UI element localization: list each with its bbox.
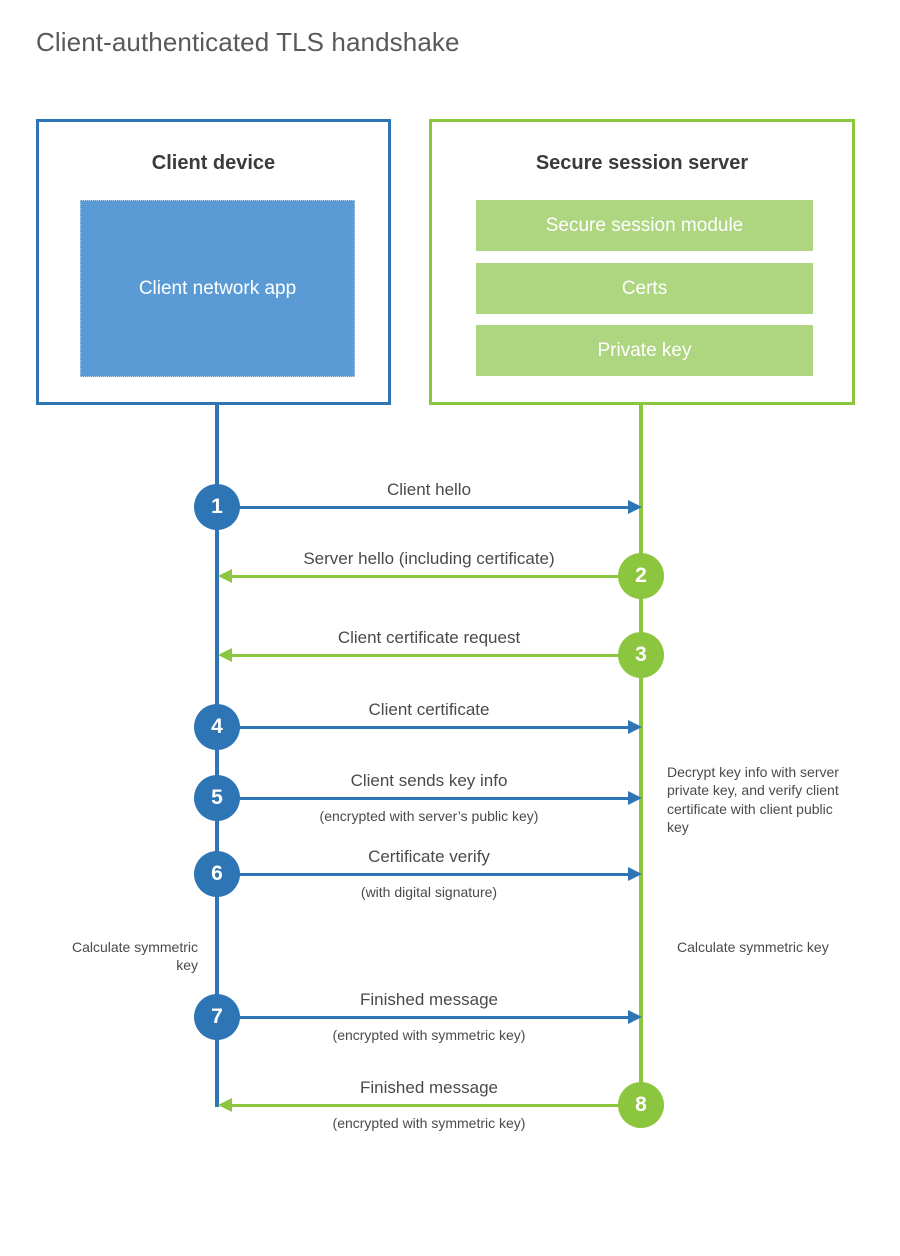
arrow-head-left-icon	[218, 1098, 232, 1112]
note-calculate-symmetric-key-client: Calculate symmetric key	[71, 939, 198, 974]
message-label-6: Certificate verify	[368, 847, 490, 866]
message-label-8: Finished message	[360, 1078, 498, 1097]
message-line-1	[228, 506, 630, 509]
arrow-head-right-icon	[628, 867, 642, 881]
message-label-7: Finished message	[360, 990, 498, 1009]
message-sublabel-7: (encrypted with symmetric key)	[332, 1027, 526, 1043]
step-circle-3[interactable]: 3	[618, 632, 664, 678]
message-label-4: Client certificate	[368, 700, 490, 719]
message-sublabel-6: (with digital signature)	[360, 884, 498, 900]
client-device-title: Client device	[151, 152, 276, 174]
secure-session-server-title: Secure session server	[535, 152, 749, 174]
arrow-head-right-icon	[628, 791, 642, 805]
server-component-private-key: Private key	[476, 325, 813, 376]
page-title: Client-authenticated TLS handshake	[36, 27, 460, 57]
message-line-6	[228, 873, 630, 876]
message-label-2: Server hello (including certificate)	[303, 549, 555, 568]
message-line-7	[228, 1016, 630, 1019]
arrow-head-right-icon	[628, 720, 642, 734]
server-component-certs: Certs	[476, 263, 813, 314]
message-label-1: Client hello	[386, 480, 472, 499]
step-circle-2[interactable]: 2	[618, 553, 664, 599]
client-device-box: Client device Client network app	[36, 119, 391, 405]
client-lifeline	[215, 405, 219, 1107]
step-circle-6[interactable]: 6	[194, 851, 240, 897]
server-component-secure-session-module: Secure session module	[476, 200, 813, 251]
message-line-4	[228, 726, 630, 729]
message-sublabel-8: (encrypted with symmetric key)	[332, 1115, 526, 1131]
arrow-head-left-icon	[218, 569, 232, 583]
message-sublabel-5: (encrypted with server’s public key)	[319, 808, 539, 824]
step-circle-8[interactable]: 8	[618, 1082, 664, 1128]
server-lifeline	[639, 405, 643, 1105]
step-circle-7[interactable]: 7	[194, 994, 240, 1040]
step-circle-5[interactable]: 5	[194, 775, 240, 821]
message-line-8	[228, 1104, 630, 1107]
message-line-5	[228, 797, 630, 800]
message-line-3	[228, 654, 630, 657]
message-label-3: Client certificate request	[337, 628, 521, 647]
arrow-head-right-icon	[628, 1010, 642, 1024]
step-circle-4[interactable]: 4	[194, 704, 240, 750]
note-calculate-symmetric-key-server: Calculate symmetric key	[677, 939, 829, 955]
client-network-app-block: Client network app	[80, 200, 355, 377]
arrow-head-left-icon	[218, 648, 232, 662]
step-circle-1[interactable]: 1	[194, 484, 240, 530]
note-decrypt-key-info: Decrypt key info with server private key…	[667, 764, 839, 836]
message-label-5: Client sends key info	[350, 771, 508, 790]
secure-session-server-box: Secure session server Secure session mod…	[429, 119, 855, 405]
message-line-2	[228, 575, 630, 578]
arrow-head-right-icon	[628, 500, 642, 514]
